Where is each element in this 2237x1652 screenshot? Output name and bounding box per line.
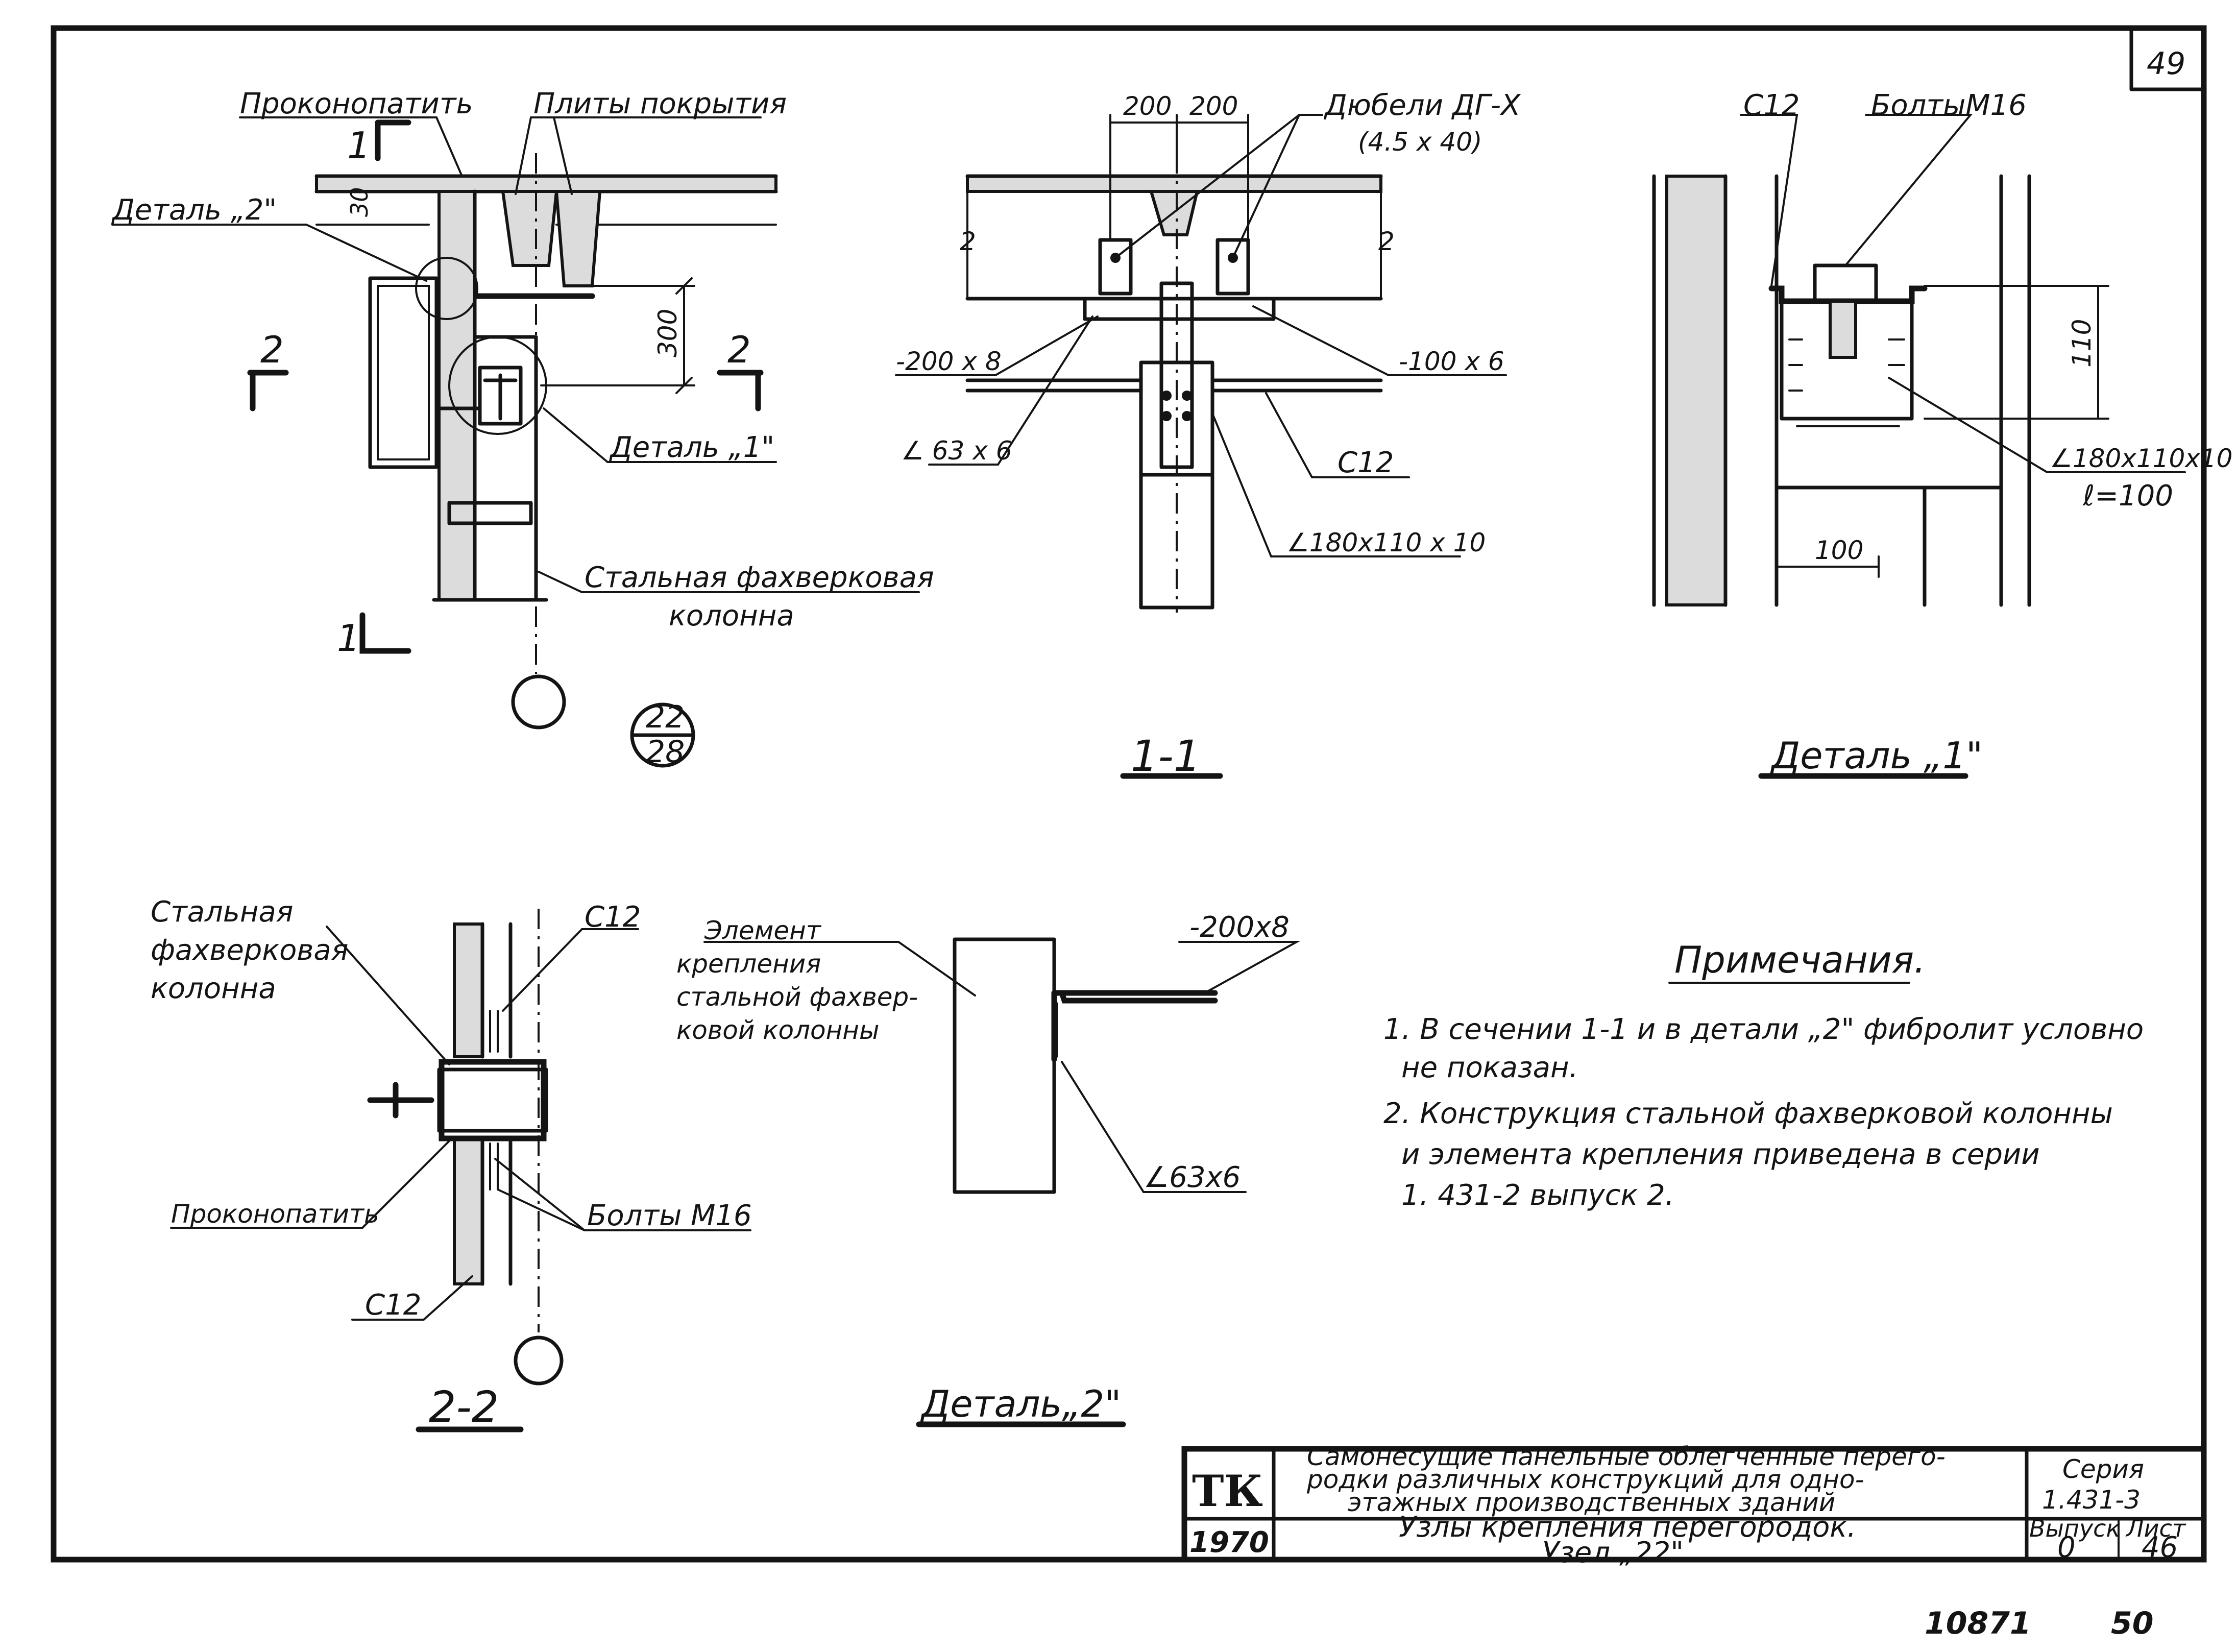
d2-element-line1: Элемент [704,916,822,945]
detail1-channel-label: Ⅽ12 [1743,89,1800,122]
sheet-title-line1: Узлы крепления перегородок. [1399,1511,1856,1544]
series-label: Серия [2062,1454,2144,1484]
series-value: 1.431-3 [2042,1485,2141,1515]
cut-line-1-top [375,119,411,161]
page-number-box [2129,26,2206,91]
d2-element-line4: ковой колонны [676,1015,879,1045]
angle-180-label: ∠180x110 x 10 [1286,528,1486,557]
sheet-title-line2: Узел „22" [1542,1536,1684,1569]
sheet-mark: 50 [2111,1606,2154,1641]
cut-line-2-right [717,370,764,411]
section-1-1-title: 1-1 [1131,731,1201,781]
cut-2-left-label: 2 [260,328,284,371]
dim-30: 30 [346,187,373,217]
detail1-angle-label: ∠180x110x10 [2050,444,2233,473]
break-left-label: 2 [960,227,976,256]
column-label-line2: колонна [669,599,794,633]
s22-bolts-label: Болты M16 [587,1199,752,1232]
sheet-value: 46 [2142,1531,2178,1564]
dim-300: 300 [653,309,683,357]
s22-column-line1: Стальная [151,895,293,929]
cut-1-bottom-label: 1 [337,617,360,660]
note2-line1: 2. Конструкция стальной фахверковой коло… [1383,1097,2113,1130]
issue-label: Выпуск [2029,1515,2120,1542]
dim-110: 110 [2067,319,2097,368]
detail-2: Элемент крепления стальной фахвер- ковой… [676,911,1301,1427]
caulk-label: Проконопатить [240,87,473,120]
notes: Примечания. 1. В сечении 1-1 и в детали … [1383,938,2144,1212]
node-number-top: 22 [646,699,685,735]
angle-63x6-label: ∠ 63 x 6 [901,436,1012,466]
dim-100: 100 [1815,536,1863,565]
d2-element-line2: крепления [676,949,821,979]
d2-plate-label: -200x8 [1189,911,1290,944]
year: 1970 [1189,1526,1269,1559]
notes-heading: Примечания. [1674,938,1926,981]
sheet-frame [51,25,2207,1563]
dowels-size: (4.5 x 40) [1358,127,1482,157]
note1-line2: не показан. [1401,1051,1578,1084]
dim-200-right: 200 [1189,91,1238,121]
detail-1: 110 100 Ⅽ12 БолтыM16 ∠180x110x10 ℓ=100 Д… [1652,89,2233,779]
tk-logo: ТК [1192,1466,1263,1516]
sheet-label: Лист [2125,1515,2186,1542]
slabs-label: Плиты покрытия [533,87,787,120]
cut-1-top-label: 1 [347,124,371,167]
section-2-2: Стальная фахверковая колонна Ⅽ12 Проконо… [151,895,752,1432]
column-label-line1: Стальная фахверковая [585,561,934,594]
plate-200x8-label: -200 x 8 [896,347,1002,376]
s22-column-line3: колонна [151,972,276,1005]
detail-1-title: Деталь „1" [1770,734,1983,777]
title-line3: этажных производственных зданий [1348,1488,1835,1517]
detail1-bolts-label: БолтыM16 [1871,89,2027,122]
cut-line-1-bottom [359,612,411,654]
dowels-label: Дюбели ДГ-X [1323,89,1521,122]
plate-100x6-label: -100 x 6 [1399,347,1504,376]
cut-line-2-left [247,370,289,411]
d2-element-line3: стальной фахвер- [676,982,918,1012]
s22-column-line2: фахверковая [151,934,348,967]
node-number-bottom: 28 [646,734,685,770]
page-number: 49 [2147,46,2185,82]
cut-2-right-label: 2 [727,328,751,371]
detail-2-title: Деталь„2" [920,1382,1121,1425]
detail-2-marker [415,257,478,320]
detail-2-reference: Деталь „2" [111,193,277,227]
title-block: ТК Самонесущие панельные облегченные пер… [1181,1442,2207,1569]
dim-200-left: 200 [1123,91,1172,121]
detail1-length-label: ℓ=100 [2082,479,2173,513]
channel-label: Ⅽ12 [1338,446,1394,479]
detail-1-reference: Деталь „1" [609,431,774,464]
note1-line1: 1. В сечении 1-1 и в детали „2" фибролит… [1383,1013,2144,1046]
note2-line2: и элемента крепления приведена в серии [1401,1138,2040,1171]
section-1-1: 2 2 200 200 Дюбели ДГ-X (4.5 x 40) -200 … [895,89,1521,781]
drawing-number: 10871 [1925,1606,2031,1641]
note2-line3: 1. 431-2 выпуск 2. [1401,1179,1674,1212]
section-2-axis-marker [514,1335,564,1386]
d2-angle-label: ∠63x6 [1144,1161,1241,1194]
s22-channel-bottom: Ⅽ12 [365,1289,421,1322]
main-view: 22 28 300 30 1 1 2 2 Проконопатить Плиты… [111,87,934,770]
issue-value: 0 [2057,1531,2076,1564]
title-line1: Самонесущие панельные облегченные перего… [1307,1442,1946,1471]
axis-marker [511,674,566,730]
title-line2: родки различных конструкций для одно- [1306,1465,1864,1494]
s22-caulk-label: Проконопатить [171,1199,379,1229]
break-right-label: 2 [1378,227,1395,256]
section-2-2-title: 2-2 [429,1382,499,1432]
s22-channel-top: Ⅽ12 [585,901,641,934]
